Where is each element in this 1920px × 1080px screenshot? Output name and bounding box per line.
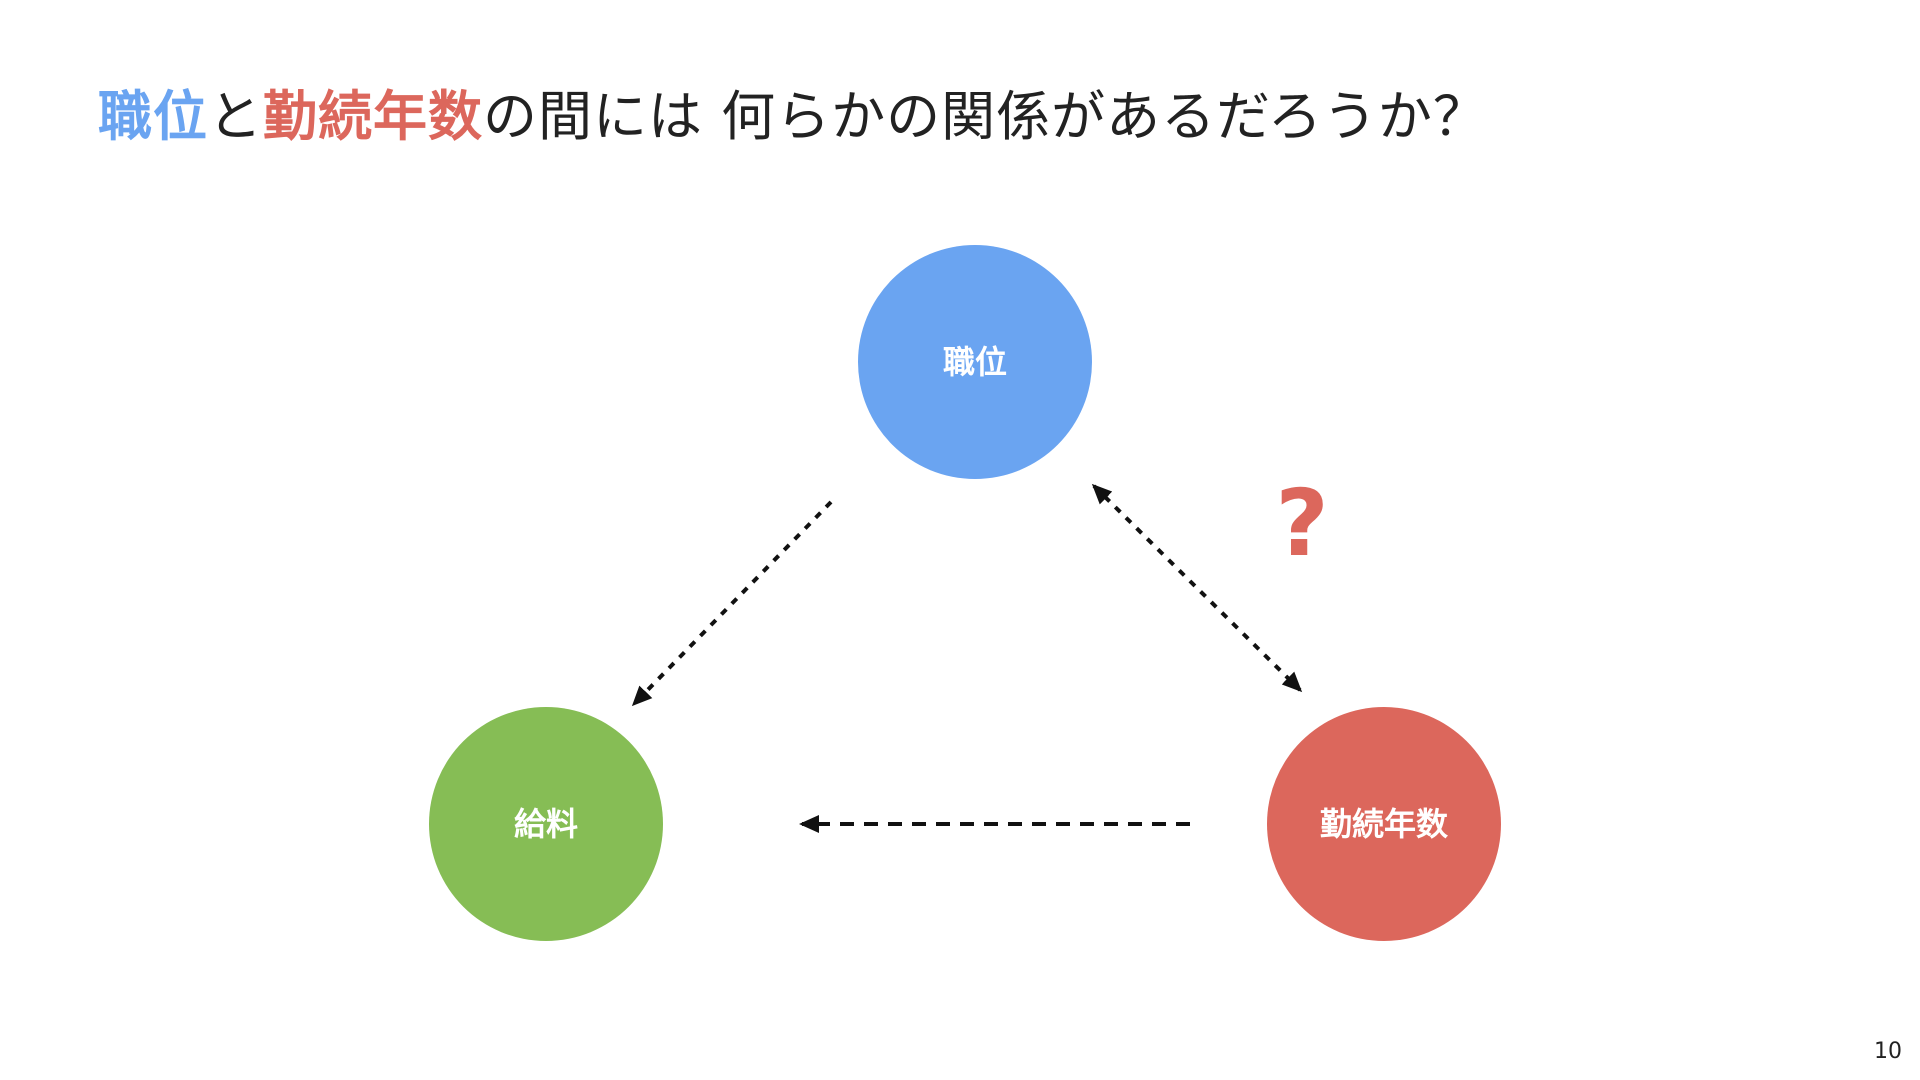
title-term-position: 職位 (98, 85, 208, 148)
node-salary-circle (429, 707, 663, 941)
node-tenure-label: 勤続年数 (1320, 805, 1449, 843)
edge-position-to-salary (631, 500, 833, 707)
edge-position-tenure-bidirectional (1091, 483, 1303, 693)
node-position-circle (858, 245, 1092, 479)
page-number: 10 (1874, 1039, 1902, 1064)
node-position: 職位 (858, 245, 1092, 479)
node-salary: 給料 (429, 707, 663, 941)
title-term-tenure: 勤続年数 (263, 85, 483, 148)
node-position-label: 職位 (943, 343, 1007, 381)
node-tenure: 勤続年数 (1267, 707, 1501, 941)
node-salary-label: 給料 (514, 805, 578, 843)
slide-title: 職位と勤続年数の間には 何らかの関係があるだろうか？ (98, 80, 1488, 154)
title-rest: の間には 何らかの関係があるだろうか？ (483, 85, 1488, 148)
question-mark: ? (1275, 470, 1328, 577)
node-tenure-circle (1267, 707, 1501, 941)
title-connector: と (208, 85, 263, 148)
